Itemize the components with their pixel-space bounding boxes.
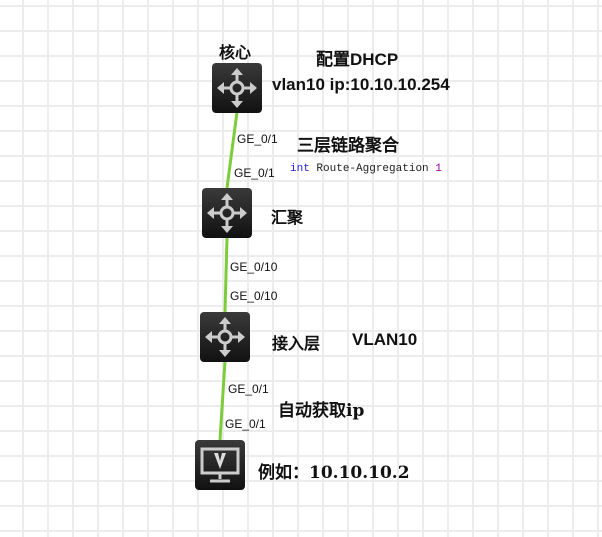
port-label: GE_0/1 (225, 417, 266, 431)
example-ip-note: 例如：10.10.10.2 (258, 463, 410, 483)
port-label: GE_0/10 (230, 260, 278, 274)
switch-icon (215, 66, 259, 110)
access-switch[interactable] (200, 312, 250, 362)
node-label-access: 接入层 (272, 334, 321, 353)
code-text: Route-Aggregation (316, 163, 429, 175)
link-core-agg (225, 111, 239, 189)
auto-ip-note: 自动获取ip (278, 401, 365, 421)
dhcp-note: 配置DHCP (316, 50, 399, 69)
switch-icon (203, 315, 247, 359)
code-number: 1 (435, 163, 442, 175)
port-label: GE_0/1 (228, 382, 269, 396)
vlan-ip-note: vlan10 ip:10.10.10.254 (272, 75, 450, 94)
pc-icon (200, 447, 240, 483)
node-label-core: 核心 (219, 43, 252, 62)
core-switch[interactable] (212, 63, 262, 113)
port-label: GE_0/1 (234, 166, 275, 180)
switch-icon (205, 191, 249, 235)
node-label-aggregation: 汇聚 (271, 208, 304, 227)
aggregation-note: 三层链路聚合 (297, 136, 399, 156)
vlan10-note: VLAN10 (352, 330, 418, 349)
port-label: GE_0/1 (237, 132, 278, 146)
aggregation-switch[interactable] (202, 188, 252, 238)
link-agg-access (223, 237, 229, 313)
code-keyword: int (290, 163, 310, 175)
code-note: int Route-Aggregation 1 (290, 163, 442, 175)
pc-host[interactable] (195, 440, 245, 490)
port-label: GE_0/10 (230, 289, 278, 303)
link-access-pc (218, 360, 227, 441)
